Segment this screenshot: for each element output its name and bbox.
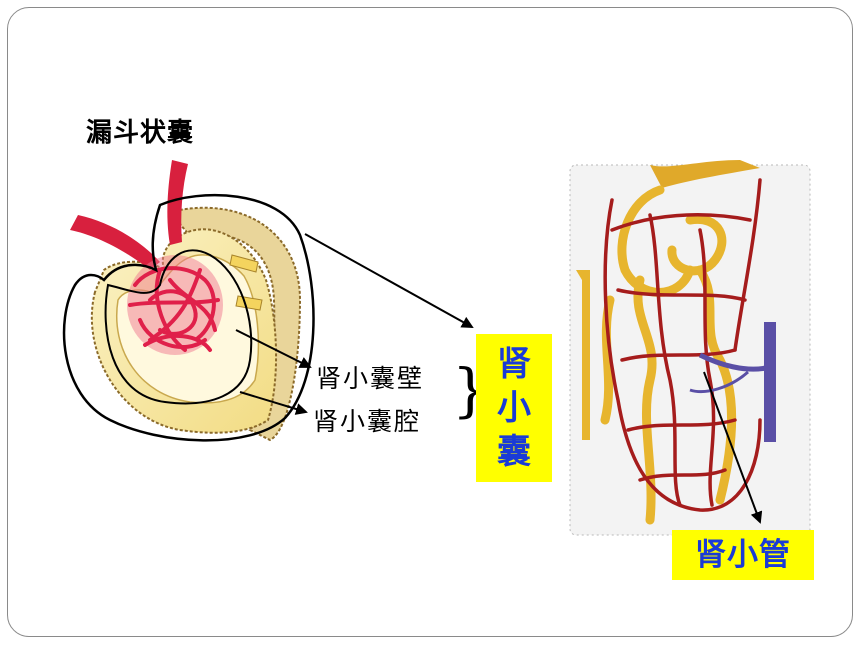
tubule-stub (229, 254, 259, 273)
label-capsule-cavity: 肾小囊腔 (313, 407, 422, 436)
vein (764, 322, 776, 442)
renal-corpuscle (62, 160, 315, 442)
hand-drawn-outline (62, 193, 315, 442)
label-capsule-wall: 肾小囊壁 (316, 364, 425, 393)
nephron-tubule-network (569, 160, 811, 536)
pointer-line-cavity (239, 391, 308, 415)
collecting-duct (576, 270, 590, 440)
efferent-arteriole (167, 160, 188, 245)
tubule-top (650, 160, 760, 188)
diagram-title: 漏斗状囊 (86, 118, 195, 148)
capsule-outer-wall (168, 206, 302, 442)
tubule-stub (235, 295, 263, 311)
pointer-line-capsule (304, 233, 474, 328)
renal-capsule-box: 肾 小 囊 (476, 334, 552, 482)
pointer-line-wall (235, 329, 312, 368)
renal-capsule-char: 小 (497, 388, 531, 428)
renal-capsule-char: 肾 (497, 344, 531, 384)
renal-capsule-char: 囊 (497, 432, 531, 472)
pointer-line-tubule (703, 371, 763, 524)
afferent-arteriole (70, 215, 160, 270)
vein-branch (689, 370, 749, 394)
renal-tubule-box: 肾小管 (672, 530, 814, 580)
vein-branch (698, 352, 767, 372)
glomerulus (127, 255, 223, 355)
hand-drawn-inner-outline (104, 249, 253, 405)
